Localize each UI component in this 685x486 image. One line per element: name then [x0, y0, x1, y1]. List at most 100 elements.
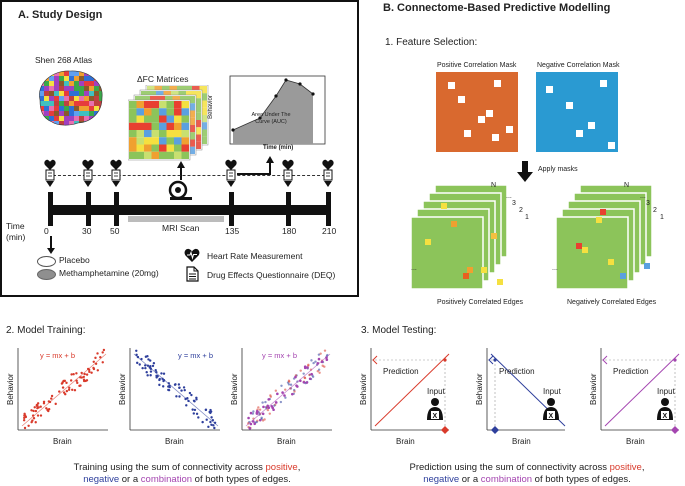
atlas-region	[34, 91, 39, 96]
document-icon	[186, 266, 199, 282]
scatter-point	[79, 384, 82, 387]
scatter-point	[303, 366, 307, 370]
scatter-point	[152, 362, 156, 365]
stack-label-2: 2	[653, 207, 657, 214]
scatter-point	[61, 381, 64, 384]
time-point-label: 50	[110, 226, 120, 236]
scatter-point	[288, 380, 291, 383]
atlas-region	[59, 126, 64, 128]
heart-rate-icon	[110, 159, 122, 170]
apply-masks-label: Apply masks	[538, 166, 578, 173]
fc-cell	[136, 101, 144, 109]
scatter-point	[23, 416, 26, 420]
fc-cell	[163, 91, 171, 99]
atlas-region	[59, 96, 64, 101]
scatter-point	[135, 349, 138, 352]
placebo-ellipse-icon	[37, 256, 56, 267]
atlas-region	[34, 116, 39, 121]
x-axis-label: Brain	[277, 437, 296, 445]
stack-label-3: 3	[512, 200, 516, 207]
scatter-point	[210, 416, 213, 419]
scatter-point	[209, 410, 213, 413]
atlas-region	[44, 96, 49, 101]
scatter-point	[193, 408, 197, 412]
fc-cell	[180, 96, 188, 104]
atlas-region	[79, 96, 84, 101]
atlas-region	[64, 111, 69, 116]
input-label: Input	[657, 387, 676, 396]
atlas-region	[74, 86, 79, 91]
fc-cell	[159, 122, 167, 130]
fc-cell	[174, 130, 182, 138]
scatter-point	[274, 401, 278, 404]
model-testing-title: 3. Model Testing:	[361, 325, 437, 336]
atlas-region	[79, 121, 84, 126]
atlas-region	[84, 126, 89, 128]
positive-word: positive	[265, 462, 298, 473]
input-label: Input	[543, 387, 562, 396]
meth-ellipse-icon	[37, 269, 56, 280]
mask-edge	[588, 122, 595, 129]
edge-cell	[463, 273, 469, 279]
atlas-region	[69, 106, 74, 111]
atlas-region	[64, 86, 69, 91]
atlas-region	[49, 126, 54, 128]
document-icon	[111, 169, 121, 181]
scatter-point	[33, 406, 36, 409]
atlas-region	[49, 96, 54, 101]
scatter-point	[54, 402, 57, 406]
negative-correlation-mask	[536, 72, 618, 152]
scatter-point	[158, 378, 161, 382]
fc-cell	[174, 101, 182, 109]
scatter-point	[46, 408, 49, 412]
atlas-region	[64, 70, 69, 71]
atlas-region	[49, 116, 54, 121]
atlas-region	[89, 70, 94, 71]
meth-label: Methamphetamine (20mg)	[59, 268, 159, 278]
y-axis-label: Behavior	[475, 373, 484, 405]
fc-cell	[144, 151, 152, 159]
atlas-region	[69, 96, 74, 101]
scatter-point	[90, 371, 93, 374]
fc-cell	[129, 130, 137, 138]
fc-cell	[148, 91, 156, 99]
scatter-point	[22, 418, 26, 422]
atlas-region	[44, 101, 49, 106]
scatter-point	[258, 408, 262, 411]
atlas-region	[94, 81, 99, 86]
fc-cell	[193, 98, 201, 106]
atlas-region	[54, 81, 59, 86]
fc-cell	[135, 96, 143, 104]
fc-cell	[187, 146, 195, 154]
fc-cell	[187, 139, 195, 147]
fc-cell	[141, 91, 149, 99]
fc-cell	[136, 151, 144, 159]
atlas-region	[64, 106, 69, 111]
fc-cell	[193, 127, 201, 135]
scatter-point	[270, 404, 274, 408]
timeline-tick	[229, 192, 234, 226]
scatter-point	[317, 357, 321, 361]
atlas-region	[59, 71, 64, 76]
fc-cell	[159, 101, 167, 109]
fc-cell	[165, 96, 173, 104]
stack-label-1: 1	[660, 214, 664, 221]
scatter-point	[317, 368, 321, 371]
fc-cell	[144, 144, 152, 152]
timeline-bar	[48, 205, 331, 215]
scatter-point	[35, 404, 39, 407]
fc-cell	[193, 120, 201, 128]
atlas-region	[104, 126, 106, 128]
atlas-region	[74, 101, 79, 106]
fc-cell	[181, 108, 189, 116]
fc-cell	[199, 100, 207, 108]
atlas-region	[99, 121, 103, 126]
atlas-region	[104, 116, 106, 121]
scatter-point	[310, 359, 313, 362]
fc-cell	[129, 144, 137, 152]
scatter-point	[293, 390, 296, 393]
atlas-region	[99, 116, 103, 121]
scatter-point	[258, 418, 262, 422]
scatter-point	[257, 406, 260, 409]
y-axis-label: Behavior	[230, 373, 239, 405]
